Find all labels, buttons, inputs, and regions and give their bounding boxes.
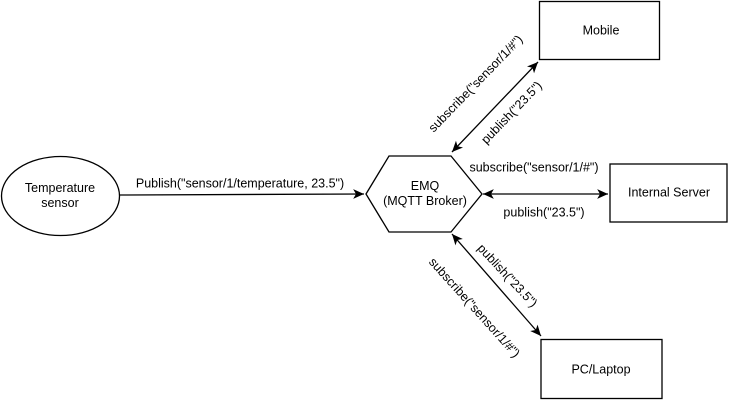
mobile-shape	[538, 0, 661, 61]
internal-server-label: Internal Server	[628, 185, 710, 200]
internal-server-publish-label: publish("23.5")	[503, 205, 585, 220]
pc-laptop-shape	[540, 338, 663, 400]
edge-broker-pc-laptop	[451, 233, 542, 337]
pc-laptop-label: PC/Laptop	[571, 362, 631, 377]
mqtt-broker-hexagon	[365, 155, 483, 233]
internal-server-shape	[609, 163, 728, 223]
publish-sensor-topic-label: Publish("sensor/1/temperature, 23.5")	[135, 176, 345, 191]
internal-server-subscribe-label: subscribe("sensor/1/#")	[469, 160, 599, 175]
edge-broker-mobile	[451, 61, 539, 153]
temperature-sensor-label: Temperature sensor	[25, 181, 95, 211]
mqtt-broker-label: EMQ (MQTT Broker)	[383, 179, 467, 209]
edge-sensor-to-broker	[119, 189, 365, 199]
temperature-sensor-label-line2: sensor	[41, 196, 79, 210]
mobile-label: Mobile	[582, 23, 620, 38]
mqtt-broker-label-line1: EMQ	[410, 179, 440, 193]
temperature-sensor-shape	[0, 155, 121, 237]
mqtt-broker-label-line2: (MQTT Broker)	[383, 194, 467, 208]
temperature-sensor-label-line1: Temperature	[24, 181, 96, 195]
